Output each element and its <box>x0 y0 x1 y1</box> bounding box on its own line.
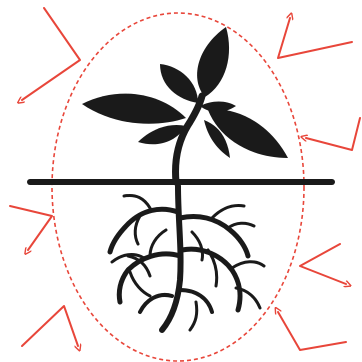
roots <box>110 186 264 330</box>
zigzag-arrow-icon <box>300 244 346 284</box>
stem <box>176 96 202 182</box>
zigzag-arrow-icon <box>22 306 78 346</box>
leaf-upper-left <box>160 64 198 103</box>
leaf-top <box>197 27 229 97</box>
zigzag-arrow-icon <box>278 18 352 58</box>
root-bottom-left <box>140 295 172 312</box>
leaf-left <box>82 94 186 124</box>
zigzag-arrow-icon <box>306 118 360 150</box>
zigzag-arrow-icon <box>10 206 52 250</box>
zigzag-arrow-icon <box>22 8 80 100</box>
plant-with-roots-icon <box>82 27 288 182</box>
leaf-small <box>200 102 236 113</box>
zigzag-arrow-icon <box>278 312 346 350</box>
root-upper-left <box>110 209 178 252</box>
